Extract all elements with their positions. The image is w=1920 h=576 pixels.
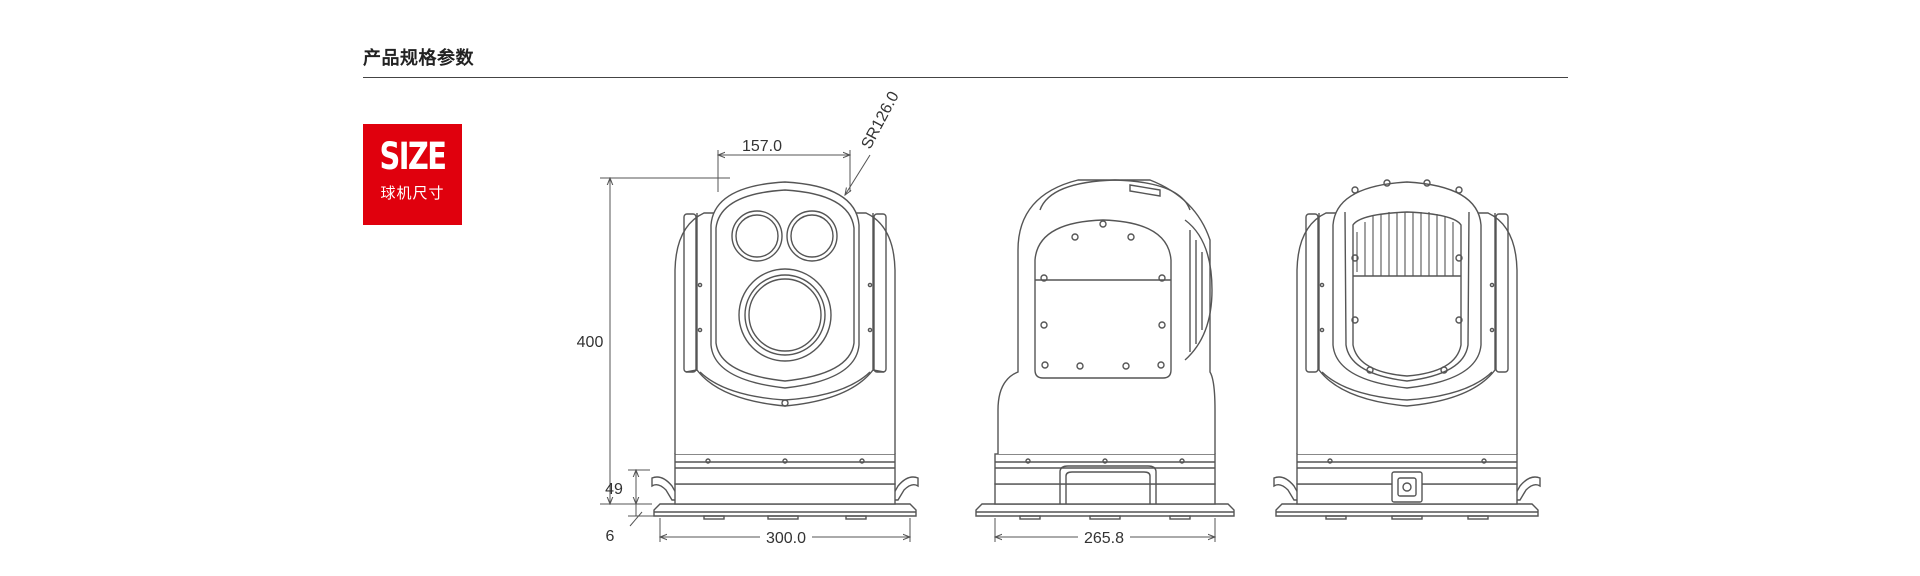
front-view: [651, 181, 919, 520]
size-badge: SIZE 球机尺寸: [363, 124, 462, 225]
dim-dome-radius: SR126.0: [859, 89, 903, 152]
dim-front-base-width: 300.0: [766, 530, 806, 547]
dim-base-offset: 6: [606, 528, 615, 545]
dim-base-height: 49: [605, 481, 623, 498]
rear-view: [1273, 179, 1541, 520]
dim-side-base-width: 265.8: [1084, 530, 1124, 547]
dimension-lines: [600, 150, 1215, 542]
side-view: [975, 179, 1235, 520]
dim-height: 400: [577, 334, 604, 351]
section-divider: [363, 77, 1568, 78]
size-badge-title: SIZE: [379, 135, 447, 178]
size-badge-subtitle: 球机尺寸: [380, 184, 445, 202]
dim-top-width: 157.0: [742, 138, 782, 155]
section-title: 产品规格参数: [363, 48, 474, 69]
